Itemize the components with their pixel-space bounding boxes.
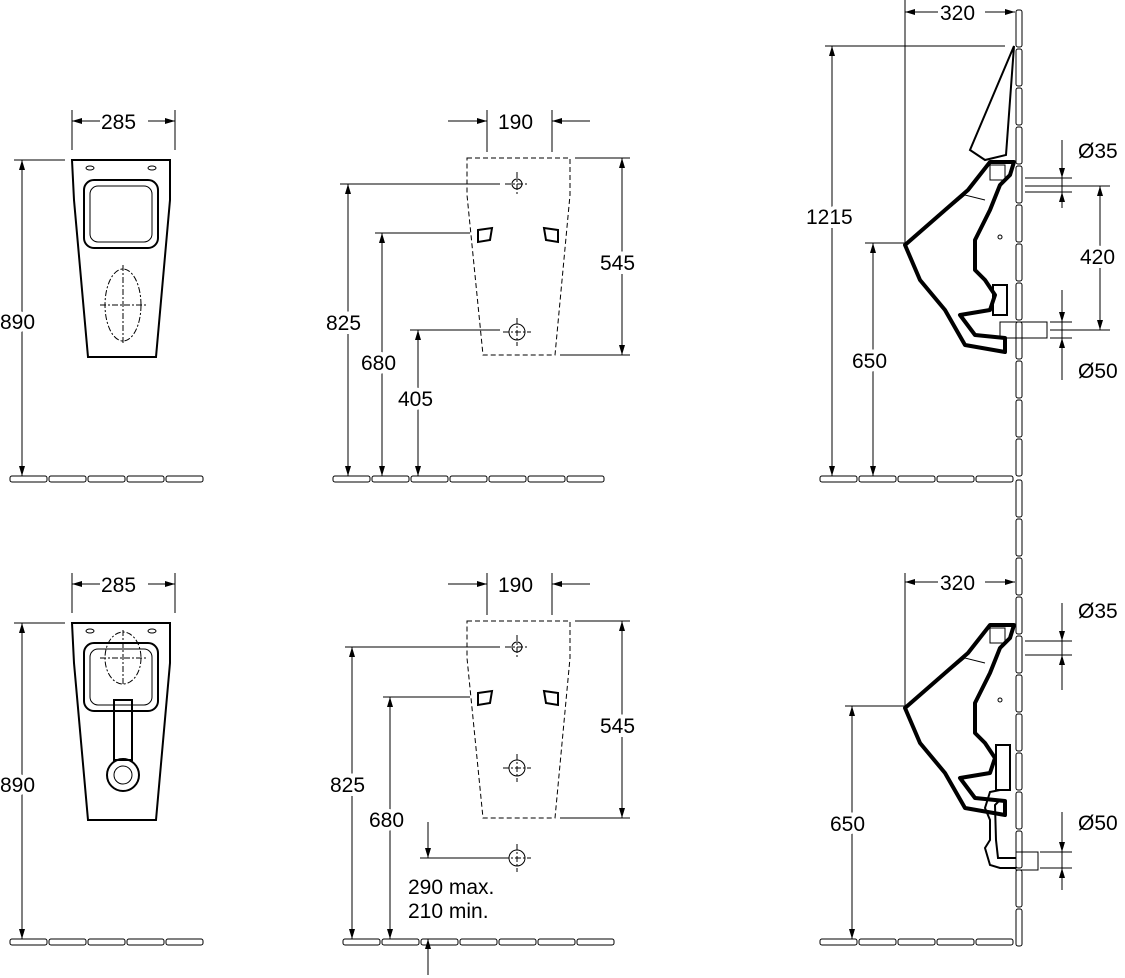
- width-label: 285: [101, 111, 136, 134]
- waste-height-label: 405: [398, 388, 433, 411]
- mounting-view-bottom: 190 545 825 680 290 max. 210 min.: [326, 573, 639, 975]
- upper-fixing-label: 825: [330, 774, 365, 797]
- bracket-spacing-label: 190: [498, 574, 533, 597]
- inlet-diameter-label: Ø35: [1078, 600, 1118, 623]
- waste-min-label: 210 min.: [408, 900, 489, 923]
- rim-height-label: 650: [852, 350, 887, 373]
- side-view-bottom: 320 650 Ø35 Ø50: [819, 479, 1118, 947]
- inlet-diameter-label: Ø35: [1078, 140, 1118, 163]
- template-height-label: 545: [600, 715, 635, 738]
- total-height-label: 1215: [806, 206, 853, 229]
- depth-label: 320: [940, 572, 975, 595]
- waste-max-label: 290 max.: [408, 876, 494, 899]
- template-height-label: 545: [600, 252, 635, 275]
- width-label: 285: [101, 574, 136, 597]
- waste-diameter-label: Ø50: [1078, 812, 1118, 835]
- mounting-view-top: 190 545 825 680 405: [322, 110, 639, 482]
- height-label: 890: [0, 311, 35, 334]
- depth-label: 320: [940, 2, 975, 25]
- rim-height-label: 650: [830, 813, 865, 836]
- bracket-height-label: 680: [361, 352, 396, 375]
- height-label: 890: [0, 774, 35, 797]
- front-view-bottom: 285 890: [0, 573, 204, 946]
- bracket-spacing-label: 190: [498, 111, 533, 134]
- bracket-height-label: 680: [369, 809, 404, 832]
- side-view-top: 320 1215 650 Ø35 420 Ø50: [802, 0, 1119, 483]
- front-view-top: 285 890: [0, 110, 204, 483]
- upper-fixing-label: 825: [326, 312, 361, 335]
- inlet-to-waste-label: 420: [1080, 246, 1115, 269]
- waste-diameter-label: Ø50: [1078, 360, 1118, 383]
